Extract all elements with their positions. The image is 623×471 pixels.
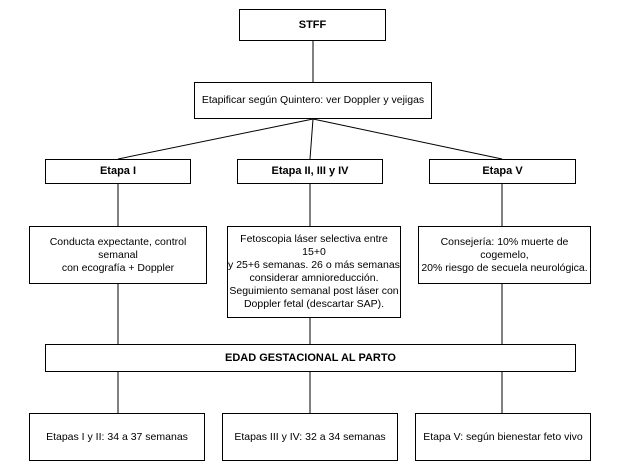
gestational-age-label: EDAD GESTACIONAL AL PARTO [225,351,396,364]
outcome-stage-3-4-label: Etapas III y IV: 32 a 34 semanas [234,430,386,443]
action-line: con ecografía + Doppler [61,261,175,274]
action-line: Seguimiento semanal post láser con [229,285,399,297]
action-line: 20% riesgo de secuela neurológica. [421,261,588,274]
outcome-stage-1-2-node: Etapas I y II: 34 a 37 semanas [29,413,205,461]
gestational-age-node: EDAD GESTACIONAL AL PARTO [45,344,576,372]
stage-1-node: Etapa I [45,159,191,184]
action-line: Doppler fetal (descartar SAP). [243,298,385,310]
stage-1-action-node: Conducta expectante, control semanal con… [29,226,207,284]
outcome-stage-3-4-node: Etapas III y IV: 32 a 34 semanas [222,413,398,461]
connector-stage-etapa5 [312,118,503,160]
connector-stage-etapa234 [309,118,314,160]
connector-stage-etapa1 [117,118,314,160]
staging-node: Etapificar según Quintero: ver Doppler y… [194,82,432,119]
stage-5-label: Etapa V [482,165,523,177]
action-line: y 25+6 semanas. 26 o más semanas [228,259,400,271]
stage-2-3-4-label: Etapa II, III y IV [271,165,349,177]
outcome-stage-5-label: Etapa V: según bienestar feto vivo [423,430,583,443]
stage-5-action-node: Consejería: 10% muerte de cogemelo, 20% … [418,226,591,284]
action-line: Consejería: 10% muerte de cogemelo, [440,235,569,261]
root-node: STFF [239,9,386,41]
action-line: considerar amnioreducción. [249,272,379,284]
stage-2-3-4-node: Etapa II, III y IV [237,159,383,184]
outcome-stage-1-2-label: Etapas I y II: 34 a 37 semanas [46,430,188,443]
stage-2-3-4-action-node: Fetoscopia láser selectiva entre 15+0 y … [227,226,401,318]
action-line: Fetoscopia láser selectiva entre 15+0 [240,233,388,258]
root-label: STFF [298,18,327,31]
action-line: Conducta expectante, control semanal [49,235,187,261]
stage-1-label: Etapa I [99,165,137,177]
staging-label: Etapificar según Quintero: ver Doppler y… [201,94,425,106]
stage-5-node: Etapa V [429,159,576,184]
outcome-stage-5-node: Etapa V: según bienestar feto vivo [415,413,591,461]
